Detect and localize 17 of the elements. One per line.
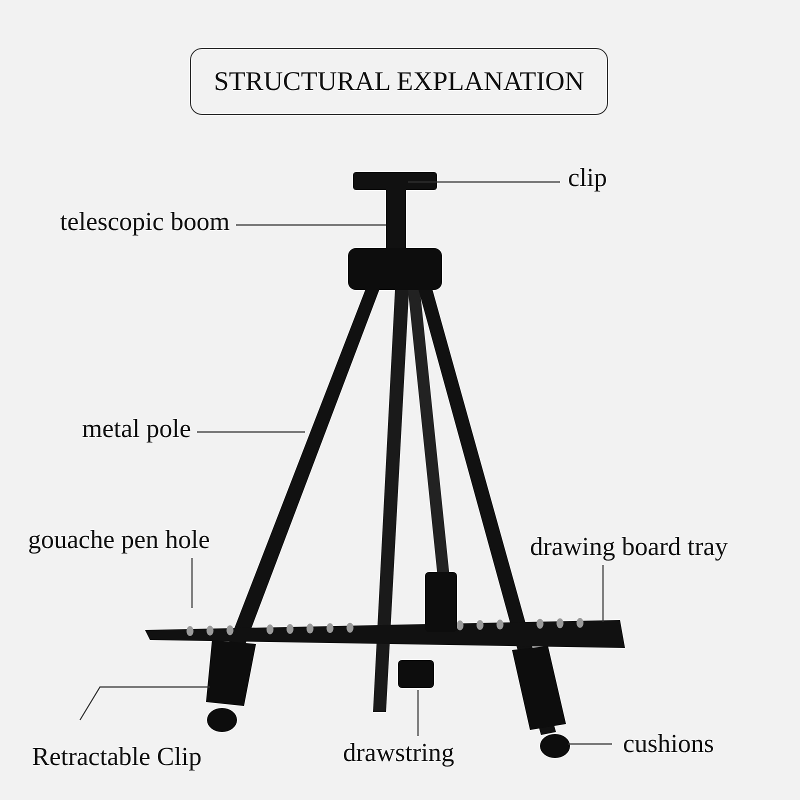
part-label: Retractable Clip [32, 742, 202, 772]
leader-line [568, 743, 612, 745]
part-label: telescopic boom [60, 207, 230, 237]
leader-line [408, 181, 560, 183]
leader-line [236, 224, 386, 226]
leader-line [602, 565, 604, 622]
part-label: cushions [623, 729, 714, 759]
part-label: clip [568, 163, 607, 193]
leader-line [191, 558, 193, 608]
leader-line [197, 431, 305, 433]
part-label: metal pole [82, 414, 192, 444]
title: STRUCTURAL EXPLANATION [190, 48, 608, 115]
leader-line [417, 690, 419, 736]
part-label: drawing board tray [530, 532, 728, 562]
part-label: drawstring [343, 738, 454, 768]
leader-line [79, 686, 210, 720]
part-label: gouache pen hole [28, 525, 210, 555]
